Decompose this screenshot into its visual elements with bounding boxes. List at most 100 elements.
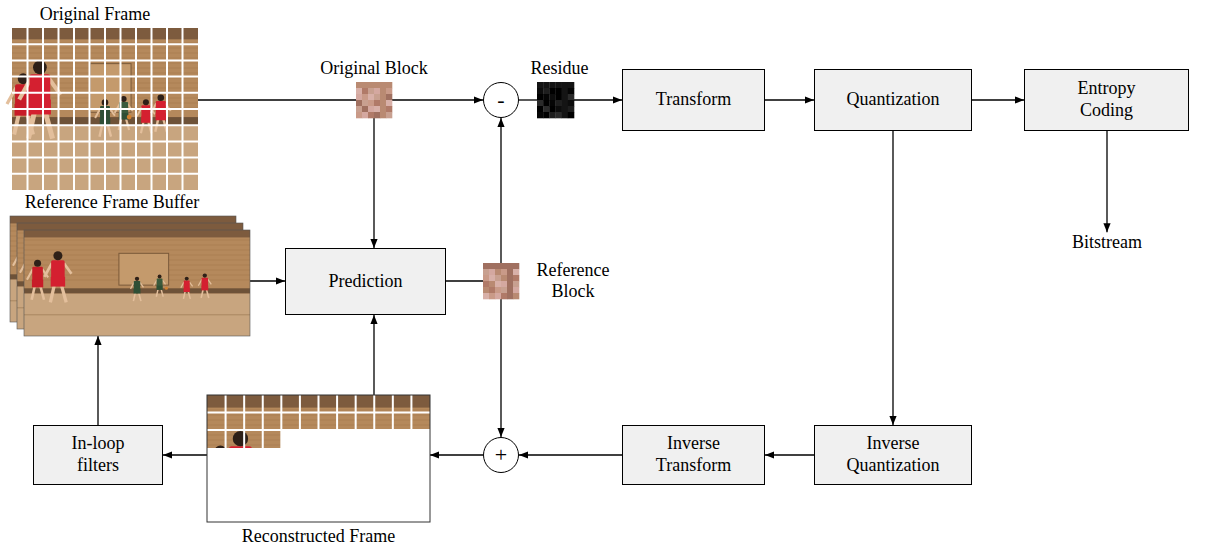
image-caption: Original Frame xyxy=(40,4,150,25)
decoded-part xyxy=(202,395,430,550)
pixel-cell xyxy=(501,281,507,287)
player-arm xyxy=(374,479,380,490)
block-grid-line xyxy=(299,395,301,455)
pixel-cell xyxy=(537,106,543,112)
pixel-cell xyxy=(356,94,362,100)
pixel-cell xyxy=(380,94,386,100)
box-label: In-loop filters xyxy=(58,433,138,476)
pixel-cell xyxy=(386,106,392,112)
player-leg xyxy=(161,290,163,297)
pixel-cell xyxy=(489,263,495,269)
flow-arrow xyxy=(500,118,501,263)
image-caption: Reference Frame Buffer xyxy=(25,192,200,213)
brick-line xyxy=(24,250,250,251)
pixel-cell xyxy=(386,94,392,100)
pixel-cell xyxy=(483,263,489,269)
pixel-cell xyxy=(374,82,380,88)
pixel-cell xyxy=(501,287,507,293)
pixel-cell xyxy=(562,82,568,88)
subtract-junction: - xyxy=(483,82,519,118)
picture xyxy=(12,28,198,190)
pixel-cell xyxy=(562,88,568,94)
pixel-cell xyxy=(356,100,362,106)
flow-arrow xyxy=(519,454,622,455)
player-arm xyxy=(217,451,230,474)
add-junction: + xyxy=(483,437,519,473)
player-leg xyxy=(201,290,203,298)
player-shorts xyxy=(141,116,151,123)
player-arm xyxy=(345,479,351,487)
pixel-cell xyxy=(489,275,495,281)
residue-image: Residue xyxy=(537,82,574,118)
picture xyxy=(537,82,574,118)
pixel-cell xyxy=(368,106,374,112)
pixel-cell xyxy=(513,275,519,281)
pixel-cell xyxy=(507,263,513,269)
block-grid-line xyxy=(207,429,430,431)
player-leg xyxy=(335,496,338,508)
flow-arrow xyxy=(765,99,814,100)
pixel-cell xyxy=(549,112,555,118)
process-box: Transform xyxy=(622,69,765,131)
pixel-cell xyxy=(489,293,495,299)
pixel-cell xyxy=(549,100,555,106)
flow-arrow xyxy=(765,454,814,455)
pixel-cell xyxy=(513,293,519,299)
player-leg xyxy=(32,287,35,300)
player-leg xyxy=(210,491,215,513)
player-shorts xyxy=(335,489,346,496)
pixel-cell xyxy=(568,112,574,118)
player-head xyxy=(203,273,207,277)
pixel-cell xyxy=(501,293,507,299)
process-box: Inverse Transform xyxy=(622,425,765,485)
block-grid-line xyxy=(262,395,264,455)
pixel-cell xyxy=(556,100,562,106)
player-arm xyxy=(323,484,329,493)
pixel-cell xyxy=(507,275,513,281)
player-arm xyxy=(44,263,52,277)
pixel-cell xyxy=(362,112,368,118)
pixel-cell xyxy=(374,94,380,100)
pixel-cell xyxy=(380,112,386,118)
flow-arrow xyxy=(97,336,98,425)
brick-line xyxy=(207,460,430,461)
player-leg xyxy=(379,497,382,510)
player-shorts xyxy=(134,289,141,294)
player-arm xyxy=(208,279,212,284)
player-leg xyxy=(100,125,103,137)
image-caption: Residue xyxy=(531,58,589,79)
pixel-cell xyxy=(495,263,501,269)
pixel-cell xyxy=(374,100,380,106)
pixel-cell xyxy=(386,88,392,94)
pixel-cell xyxy=(543,82,549,88)
frame-buffer-image: Reference Frame Buffer xyxy=(10,216,250,336)
player-head xyxy=(158,94,165,101)
player-arm xyxy=(198,279,202,285)
pixel-cell xyxy=(495,275,501,281)
process-box: Quantization xyxy=(814,69,972,131)
player-torso xyxy=(202,278,208,287)
player-head xyxy=(34,260,41,267)
ball xyxy=(127,115,132,120)
pixel-cell xyxy=(489,281,495,287)
pixel-cell xyxy=(495,287,501,293)
player-head xyxy=(135,277,139,281)
pixel-cell xyxy=(562,106,568,112)
player-leg xyxy=(50,286,54,303)
brick-line xyxy=(207,485,430,486)
pixel-cell xyxy=(362,106,368,112)
pixel-cell xyxy=(513,281,519,287)
box-label: Quantization xyxy=(847,89,940,111)
picture-group xyxy=(483,263,519,299)
player-leg xyxy=(247,490,255,518)
pixel-cell xyxy=(537,82,543,88)
player-arm xyxy=(27,269,33,280)
wall-panel xyxy=(301,435,350,489)
flow-arrow xyxy=(972,99,1024,100)
pixel-cell xyxy=(543,100,549,106)
player-leg xyxy=(141,122,144,133)
pixel-cell xyxy=(380,82,386,88)
player-shorts xyxy=(29,100,51,115)
player-head xyxy=(233,431,248,446)
player-arm xyxy=(19,79,31,100)
